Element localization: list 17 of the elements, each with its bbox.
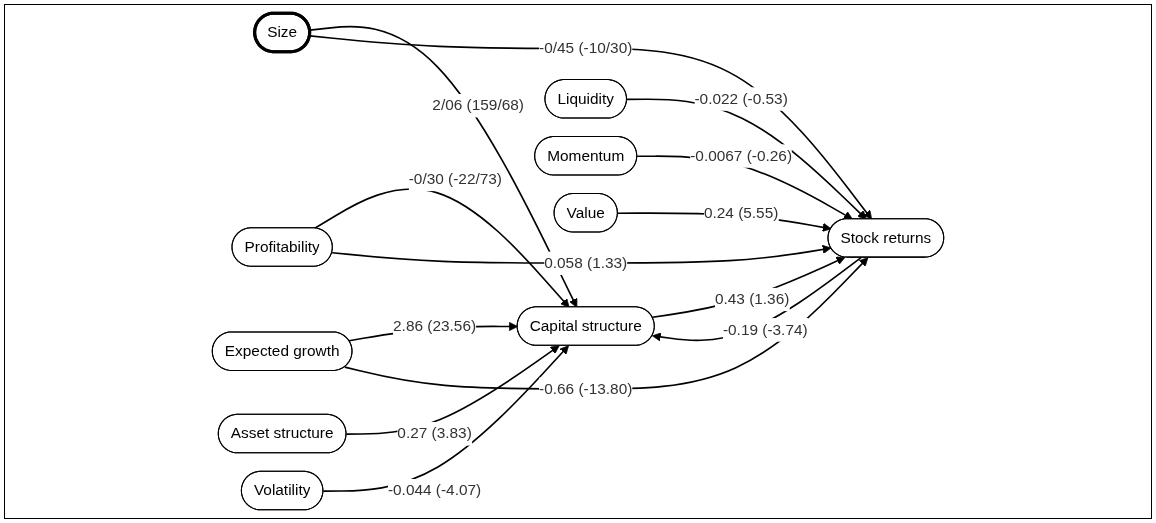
edge-label: -0.044 (-4.07): [387, 481, 482, 499]
edge-label: 2.86 (23.56): [393, 316, 477, 334]
edge-label: -0/45 (-10/30): [539, 39, 633, 57]
arrow: [313, 188, 570, 308]
arrow: [651, 256, 846, 319]
arrow: [652, 256, 862, 342]
edge-label: -0.19 (-3.74): [722, 320, 808, 338]
edge-label: 2/06 (159/68): [432, 96, 524, 114]
arrow: [343, 257, 869, 390]
edge-label: -0.022 (-0.53): [694, 89, 788, 107]
edge-label: 0.43 (1.36): [714, 289, 790, 308]
edge-label: -0.66 (-13.80): [539, 379, 633, 397]
edge-label: 0.27 (3.83): [397, 424, 472, 442]
edge-label: -0/30 (-22/73): [408, 169, 502, 188]
edge-label: 0.058 (1.33): [544, 253, 628, 271]
edge-label: 0.24 (5.55): [703, 203, 779, 221]
edge-label: -0.0067 (-0.26): [690, 146, 793, 164]
